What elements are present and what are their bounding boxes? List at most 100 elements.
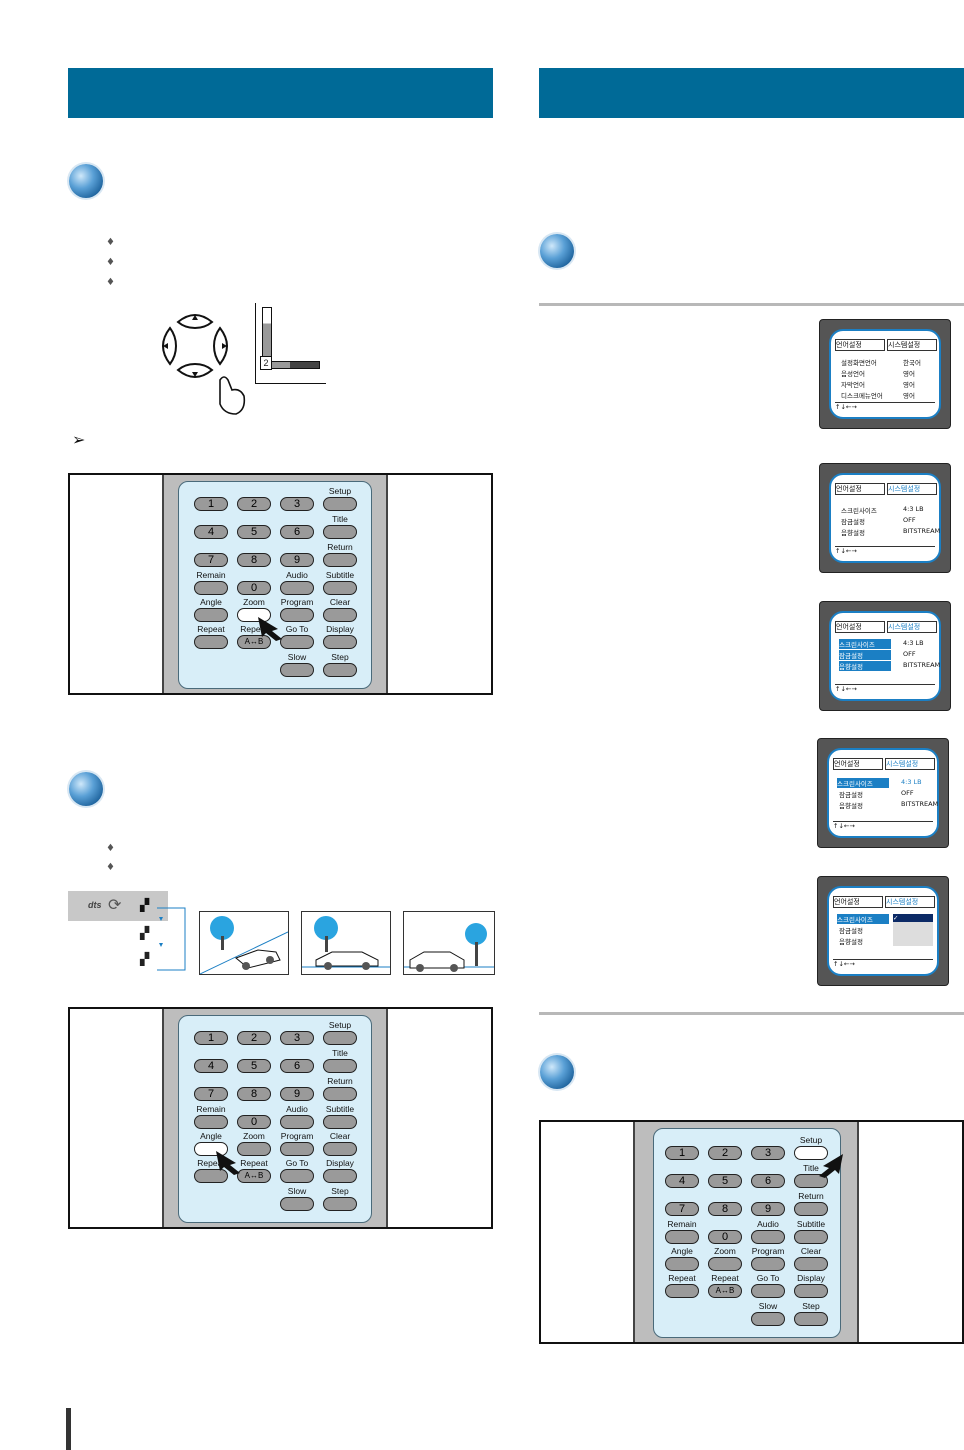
key-3[interactable]: 3 [280,497,314,511]
key-8[interactable]: 8 [237,1087,271,1101]
tab-system: 시스템설정 [887,621,937,633]
subtitle-button[interactable] [323,1115,357,1129]
key-6[interactable]: 6 [280,525,314,539]
program-button[interactable] [280,608,314,622]
key-5[interactable]: 5 [708,1174,742,1188]
repeat-button[interactable] [194,1169,228,1183]
key-2[interactable]: 2 [237,1031,271,1045]
osd-screen-language: 언어설정 시스템설정 설정화면언어 한국어 음성언어 영어 자막언어 영어 디스… [819,319,951,429]
key-1[interactable]: 1 [194,497,228,511]
key-3[interactable]: 3 [751,1146,785,1160]
setup-button[interactable] [323,497,357,511]
key-6[interactable]: 6 [751,1174,785,1188]
clear-button[interactable] [323,608,357,622]
slow-button[interactable] [280,1197,314,1211]
key-7[interactable]: 7 [665,1202,699,1216]
goto-button[interactable] [280,1169,314,1183]
title-button[interactable] [794,1174,828,1188]
key-4[interactable]: 4 [194,1059,228,1073]
angle-button[interactable] [194,1142,228,1156]
key-4[interactable]: 4 [665,1174,699,1188]
key-9[interactable]: 9 [280,1087,314,1101]
rotate-icon: ⟳ [108,897,122,914]
program-button[interactable] [751,1257,785,1271]
key-5[interactable]: 5 [237,525,271,539]
clear-button[interactable] [794,1257,828,1271]
step-button[interactable] [323,1197,357,1211]
program-button[interactable] [280,1142,314,1156]
bullet-icon: ♦ [106,862,115,873]
display-button[interactable] [323,1169,357,1183]
remain-button[interactable] [194,581,228,595]
angle-view-1-image [199,911,289,975]
repeat-ab-button[interactable]: A↔B [237,635,271,649]
audio-button[interactable] [280,581,314,595]
audio-button[interactable] [751,1230,785,1244]
title-button[interactable] [323,525,357,539]
slow-button[interactable] [280,663,314,677]
angle-button[interactable] [665,1257,699,1271]
audio-button[interactable] [280,1115,314,1129]
slow-button[interactable] [751,1312,785,1326]
zoom-button[interactable] [708,1257,742,1271]
osd-row-label: 스크린사이즈 [837,778,889,788]
remain-button[interactable] [665,1230,699,1244]
repeat-ab-button[interactable]: A↔B [237,1169,271,1183]
zoom-button[interactable] [237,608,271,622]
osd-row-label: 음향설정 [839,802,863,810]
key-7[interactable]: 7 [194,1087,228,1101]
angle-cycle-lines [157,907,186,971]
setup-label: Setup [328,1020,352,1030]
key-0[interactable]: 0 [708,1230,742,1244]
return-label: Return [327,542,353,552]
subtitle-button[interactable] [794,1230,828,1244]
repeat-button[interactable] [194,635,228,649]
osd-row-label: 잠금설정 [839,927,863,935]
key-4[interactable]: 4 [194,525,228,539]
return-button[interactable] [323,553,357,567]
osd-screen-system: 언어설정 시스템설정 스크린사이즈 4:3 LB 잠금설정 OFF 음향설정 B… [819,463,951,573]
key-1[interactable]: 1 [194,1031,228,1045]
key-1[interactable]: 1 [665,1146,699,1160]
osd-row-label: 자막언어 [841,381,865,389]
return-button[interactable] [323,1087,357,1101]
osd-submenu-panel: ✓ [893,914,933,946]
goto-button[interactable] [280,635,314,649]
subtitle-button[interactable] [323,581,357,595]
step-button[interactable] [323,663,357,677]
zoom-button[interactable] [237,1142,271,1156]
key-2[interactable]: 2 [708,1146,742,1160]
key-8[interactable]: 8 [708,1202,742,1216]
display-button[interactable] [323,635,357,649]
key-0[interactable]: 0 [237,581,271,595]
key-5[interactable]: 5 [237,1059,271,1073]
key-8[interactable]: 8 [237,553,271,567]
key-3[interactable]: 3 [280,1031,314,1045]
osd-nav-hint: ↑↓←→ [833,959,933,968]
repeat-ab-button[interactable]: A↔B [708,1284,742,1298]
tab-system: 시스템설정 [885,896,935,908]
angle-button[interactable] [194,608,228,622]
tab-system: 시스템설정 [885,758,935,770]
key-0[interactable]: 0 [237,1115,271,1129]
osd-row-value: 영어 [903,392,915,400]
key-2[interactable]: 2 [237,497,271,511]
remain-button[interactable] [194,1115,228,1129]
repeat-button[interactable] [665,1284,699,1298]
program-label: Program [751,1246,785,1256]
goto-button[interactable] [751,1284,785,1298]
step-button[interactable] [794,1312,828,1326]
goto-label: Go To [285,1158,309,1168]
title-button[interactable] [323,1059,357,1073]
key-6[interactable]: 6 [280,1059,314,1073]
setup-button[interactable] [323,1031,357,1045]
setup-button[interactable] [794,1146,828,1160]
key-7[interactable]: 7 [194,553,228,567]
clear-button[interactable] [323,1142,357,1156]
repeat-ab-label: Repeat [240,624,268,634]
return-button[interactable] [794,1202,828,1216]
key-9[interactable]: 9 [751,1202,785,1216]
display-button[interactable] [794,1284,828,1298]
key-9[interactable]: 9 [280,553,314,567]
osd-row-value: 영어 [903,381,915,389]
